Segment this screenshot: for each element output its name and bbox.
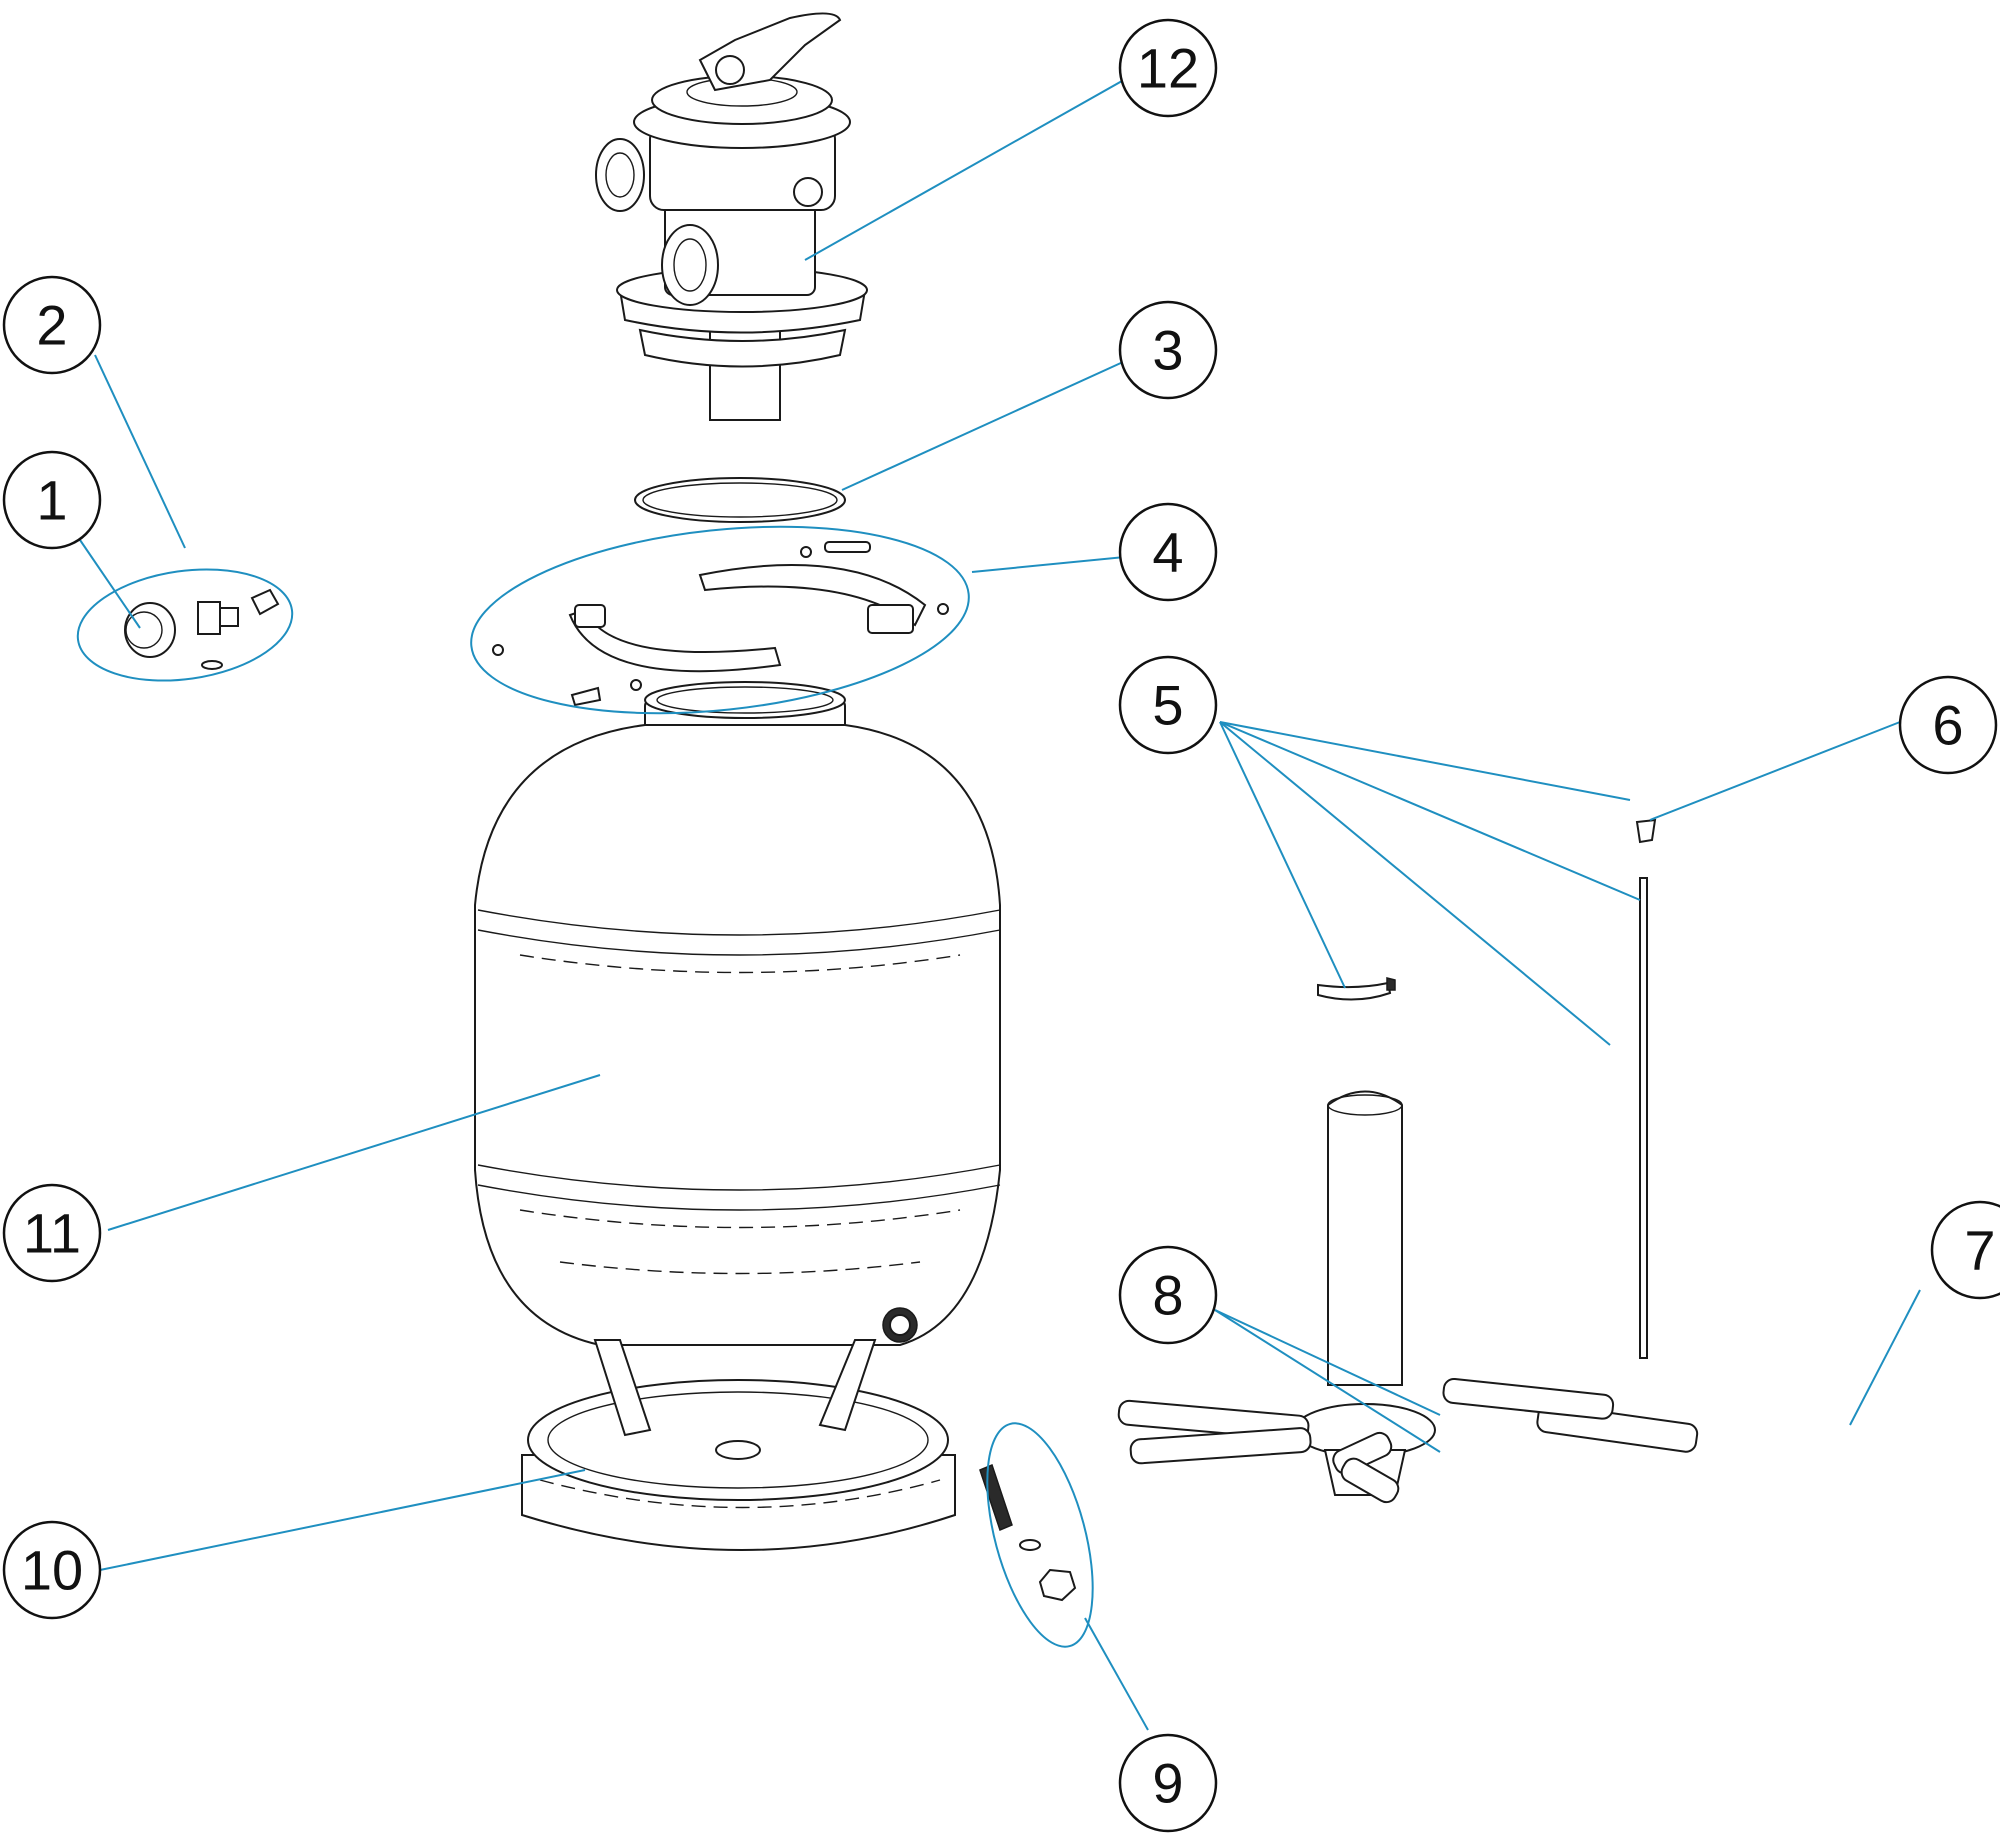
- callout-2: 2: [2, 275, 102, 375]
- callout-6: 6: [1898, 675, 1998, 775]
- lateral-collector-assembly: [1117, 818, 1699, 1504]
- callout-7-label: 7: [1964, 1219, 1995, 1282]
- callout-3-label: 3: [1152, 319, 1183, 382]
- filter-tank: [474, 681, 1001, 1346]
- clamp-set: [492, 541, 949, 707]
- leader-line: [1214, 1309, 1441, 1416]
- callout-10-label: 10: [21, 1539, 83, 1602]
- leader-line: [1214, 1309, 1441, 1453]
- leader-line: [107, 1074, 601, 1231]
- callout-2-label: 2: [36, 294, 67, 357]
- filter-base: [521, 1339, 956, 1551]
- callout-10: 10: [2, 1520, 102, 1620]
- callout-9: 9: [1118, 1733, 1218, 1833]
- group-outline-drain-set: [986, 1422, 1094, 1648]
- leader-line: [804, 67, 1146, 261]
- callout-11-label: 11: [23, 1202, 81, 1265]
- leader-line: [1219, 721, 1611, 1046]
- callout-3: 3: [1118, 300, 1218, 400]
- leader-line: [971, 554, 1146, 573]
- leader-line: [1219, 721, 1346, 989]
- callout-1: 1: [2, 450, 102, 550]
- callout-8-label: 8: [1152, 1264, 1183, 1327]
- callout-9-label: 9: [1152, 1752, 1183, 1815]
- leader-line: [1219, 721, 1631, 801]
- callout-5-label: 5: [1152, 674, 1183, 737]
- callout-7: 7: [1930, 1200, 2000, 1300]
- callout-1-label: 1: [36, 469, 67, 532]
- drain-set: [979, 1463, 1077, 1602]
- callout-11: 11: [2, 1183, 102, 1283]
- group-outline-clamp-set: [470, 525, 970, 715]
- leader-line: [99, 1469, 586, 1571]
- o-ring: [634, 477, 846, 523]
- leader-line: [1849, 1289, 1921, 1426]
- leader-line: [1649, 721, 1901, 821]
- callout-4: 4: [1118, 502, 1218, 602]
- leader-line: [1219, 721, 1641, 901]
- leader-line: [1084, 1617, 1149, 1731]
- callout-6-label: 6: [1932, 694, 1963, 757]
- callout-12-label: 12: [1137, 37, 1199, 100]
- callout-8: 8: [1118, 1245, 1218, 1345]
- leader-line: [841, 351, 1146, 491]
- callout-5: 5: [1118, 655, 1218, 755]
- callout-12: 12: [1118, 18, 1218, 118]
- leader-line: [94, 354, 186, 549]
- leader-line: [79, 539, 141, 629]
- manometer-set: [124, 588, 280, 670]
- multiport-valve: [595, 12, 868, 421]
- group-outline-manometer: [76, 568, 294, 682]
- callout-4-label: 4: [1152, 521, 1183, 584]
